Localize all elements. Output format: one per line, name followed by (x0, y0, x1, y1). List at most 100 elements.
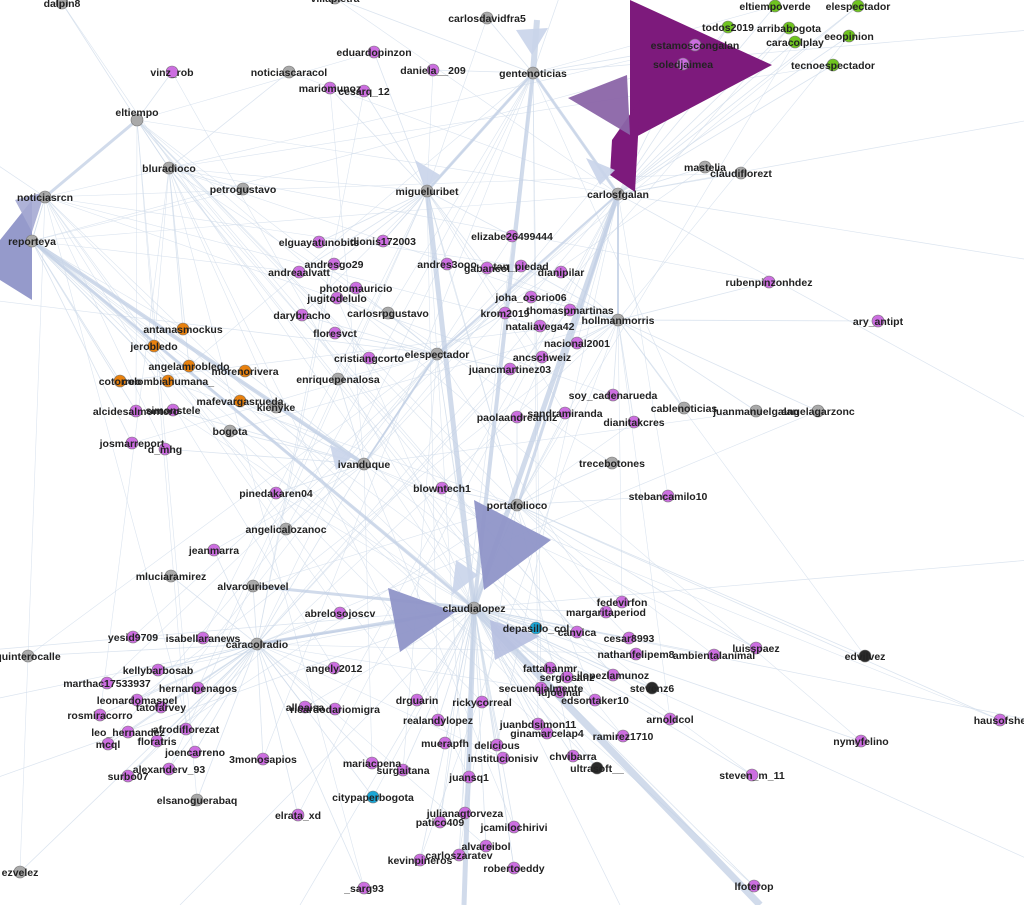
node-d_mhg[interactable] (158, 442, 172, 456)
node-migueluribet[interactable] (420, 184, 434, 198)
node-cotorreo[interactable] (113, 374, 127, 388)
node-mastelia[interactable] (698, 160, 712, 174)
node-bluradioco[interactable] (162, 161, 176, 175)
node-sergiosanz[interactable] (560, 670, 574, 684)
node-ary_antipt[interactable] (871, 314, 885, 328)
node-ambientalanimal[interactable] (707, 648, 721, 662)
node-elrata_xd[interactable] (291, 808, 305, 822)
node-alloaisa[interactable] (298, 700, 312, 714)
node-surgaitana[interactable] (396, 763, 410, 777)
node-dionis172003[interactable] (376, 234, 390, 248)
node-josmarreport[interactable] (125, 436, 139, 450)
node-angelicalozanoc[interactable] (279, 522, 293, 536)
node-blowntech1[interactable] (435, 481, 449, 495)
node-joencarreno[interactable] (188, 745, 202, 759)
node-chvibarra[interactable] (566, 749, 580, 763)
node-quinterocalle[interactable] (21, 649, 35, 663)
node-yesid9709[interactable] (126, 630, 140, 644)
node-bogota[interactable] (223, 424, 237, 438)
node-steven_m_11[interactable] (745, 768, 759, 782)
node-cablenoticias[interactable] (677, 401, 691, 415)
node-soy_cadenarueda[interactable] (606, 388, 620, 402)
node-noticiascaracol[interactable] (282, 65, 296, 79)
node-isabellaranews[interactable] (196, 631, 210, 645)
node-ultrasoft__[interactable] (590, 761, 604, 775)
node-colombiahumana_[interactable] (161, 374, 175, 388)
node-ezvelez[interactable] (13, 865, 27, 879)
node-tatofarvey[interactable] (154, 700, 168, 714)
node-surbo07[interactable] (121, 769, 135, 783)
node-elsanoguerabaq[interactable] (190, 793, 204, 807)
node-andresgo29[interactable] (327, 257, 341, 271)
node-nataliavega42[interactable] (533, 319, 547, 333)
node-institucionisiv[interactable] (496, 751, 510, 765)
node-angelamrobledo[interactable] (182, 359, 196, 373)
node-rubenpinzonhdez[interactable] (762, 275, 776, 289)
node-alcidesalmontero[interactable] (129, 404, 143, 418)
node-lujoemar[interactable] (553, 685, 567, 699)
node-elguayatunobits[interactable] (312, 235, 326, 249)
node-jerobledo[interactable] (147, 339, 161, 353)
node-leo_hernandez[interactable] (121, 725, 135, 739)
node-carloszaratev[interactable] (452, 848, 466, 862)
node-joha_osorio06[interactable] (524, 290, 538, 304)
node-eltiempo_verde[interactable] (768, 0, 782, 13)
node-villapietra[interactable] (329, 0, 341, 5)
node-todos2019[interactable] (721, 20, 735, 34)
node-edvilvez[interactable] (858, 649, 872, 663)
node-reporteya[interactable] (25, 234, 39, 248)
node-leonardomaspel[interactable] (130, 693, 144, 707)
node-realandylopez[interactable] (431, 713, 445, 727)
node-pinedakaren04[interactable] (269, 486, 283, 500)
node-robertoeddy[interactable] (507, 861, 521, 875)
node-hernanpenagos[interactable] (191, 681, 205, 695)
node-petrogustavo[interactable] (236, 182, 250, 196)
node-fattahanmr[interactable] (543, 661, 557, 675)
node-carlosfgalan[interactable] (611, 187, 625, 201)
node-elizabe26499444[interactable] (505, 229, 519, 243)
node-lfoterop[interactable] (747, 879, 761, 893)
node-trecebotones[interactable] (605, 456, 619, 470)
node-cesar8993[interactable] (622, 631, 636, 645)
node-afrodiflorezat[interactable] (179, 722, 193, 736)
node-enriquepenalosa[interactable] (331, 372, 345, 386)
node-mariomunoz[interactable] (323, 81, 337, 95)
node-arribabogota[interactable] (782, 21, 796, 35)
node-vinz_rob[interactable] (165, 65, 179, 79)
node-claudiflorezt[interactable] (734, 166, 748, 180)
node-carlosrpgustavo[interactable] (381, 306, 395, 320)
node-ricardodariomigra[interactable] (328, 702, 342, 716)
node-portafolioco[interactable] (510, 498, 524, 512)
node-abrelosojoscv[interactable] (333, 606, 347, 620)
node-jeanmarra[interactable] (207, 543, 221, 557)
node-mariacpena[interactable] (365, 756, 379, 770)
node-edsontaker10[interactable] (588, 693, 602, 707)
node-dianitakcres[interactable] (627, 415, 641, 429)
node-daniela__209[interactable] (426, 63, 440, 77)
node-ivanduque[interactable] (357, 457, 371, 471)
node-nymyfelino[interactable] (854, 734, 868, 748)
node-dianipilar[interactable] (554, 265, 568, 279)
node-julianagtorveza[interactable] (458, 806, 472, 820)
node-cesarq_12[interactable] (357, 84, 371, 98)
node-arnoldcol[interactable] (663, 712, 677, 726)
node-juancmartinez03[interactable] (503, 362, 517, 376)
node-kevinpineros[interactable] (413, 853, 427, 867)
node-elespectador_top[interactable] (851, 0, 865, 13)
node-mluciaramirez[interactable] (164, 569, 178, 583)
node-krom2019[interactable] (498, 306, 512, 320)
node-stebancamilo10[interactable] (661, 489, 675, 503)
node-darybracho[interactable] (295, 308, 309, 322)
node-paolaandrearuiz[interactable] (510, 410, 524, 424)
node-eltiempo[interactable] (130, 113, 144, 127)
node-rosmiracorro[interactable] (93, 708, 107, 722)
node-stevenz6[interactable] (645, 681, 659, 695)
node-nacional2001[interactable] (570, 336, 584, 350)
node-ancschweiz[interactable] (535, 350, 549, 364)
node-juanmanuelgalan[interactable] (749, 404, 763, 418)
node-citypaperbogota[interactable] (366, 790, 380, 804)
node-cristiangcorto[interactable] (362, 351, 376, 365)
node-luisspaez[interactable] (749, 641, 763, 655)
node-rickycorreal[interactable] (475, 695, 489, 709)
node-elespectador[interactable] (430, 347, 444, 361)
